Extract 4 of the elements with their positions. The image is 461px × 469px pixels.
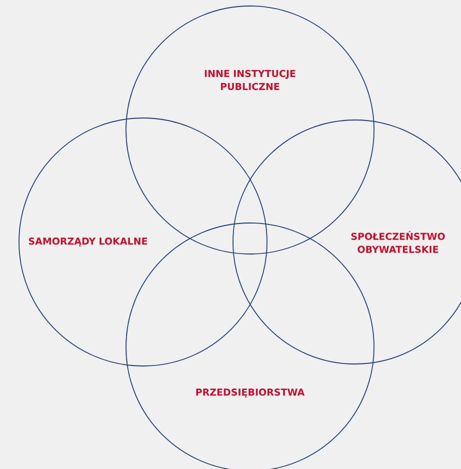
circle-label: INNE INSTYTUCJE PUBLICZNE (204, 70, 296, 90)
circle-label: SPOŁECZEŃSTWO OBYWATELSKIE (351, 231, 445, 253)
circle-label: PRZEDSIĘBIORSTWA (196, 388, 305, 398)
circle-label: SAMORZĄDY LOKALNE (28, 238, 148, 246)
